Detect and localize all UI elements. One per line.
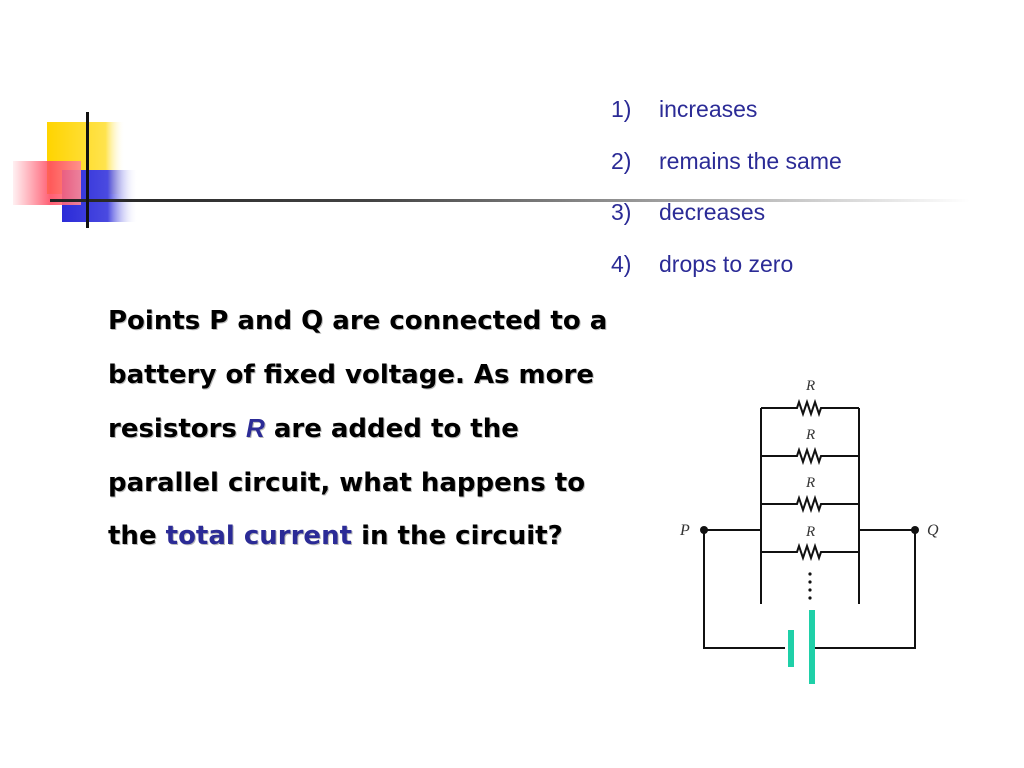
question-text: Points P and Q are connected to a batter… bbox=[108, 295, 608, 564]
terminal-p bbox=[700, 526, 708, 534]
terminal-q bbox=[911, 526, 919, 534]
deco-horizontal-line bbox=[50, 199, 970, 202]
resistor-branch bbox=[761, 494, 859, 514]
title-decoration bbox=[13, 112, 970, 228]
choice-item[interactable]: 1) increases bbox=[611, 92, 842, 144]
choice-item[interactable]: 4) drops to zero bbox=[611, 247, 842, 299]
resistor-branch bbox=[761, 446, 859, 466]
choice-item[interactable]: 2) remains the same bbox=[611, 144, 842, 196]
choice-number: 4) bbox=[611, 250, 632, 277]
resistor-label: R bbox=[805, 427, 815, 443]
resistor-label: R bbox=[805, 475, 815, 491]
battery-long-plate bbox=[809, 610, 815, 684]
deco-red-square bbox=[13, 161, 81, 205]
resistor-symbol: R bbox=[245, 413, 265, 443]
highlight-total-current: total current bbox=[165, 521, 353, 551]
choice-text: drops to zero bbox=[659, 250, 794, 277]
choice-number: 3) bbox=[611, 199, 632, 225]
answer-choices: 1) increases 2) remains the same 3) decreas… bbox=[611, 92, 842, 298]
resistor-branch bbox=[761, 398, 859, 418]
choice-number: 2) bbox=[611, 147, 632, 174]
choice-text: increases bbox=[659, 96, 758, 122]
choice-text: remains the same bbox=[659, 147, 842, 174]
battery-loop-right bbox=[813, 530, 916, 649]
point-p-label: P bbox=[679, 522, 690, 539]
resistor-branch bbox=[761, 542, 859, 562]
question-part-1: Points P and Q are connected to a batter… bbox=[108, 306, 608, 444]
battery-loop bbox=[703, 530, 785, 649]
question-part-3: in the circuit? bbox=[361, 521, 563, 551]
choice-number: 1) bbox=[611, 96, 632, 122]
choice-item[interactable]: 3) decreases bbox=[611, 195, 842, 247]
resistor-label: R bbox=[805, 524, 815, 540]
deco-vertical-line bbox=[86, 112, 89, 228]
point-q-label: Q bbox=[927, 522, 939, 539]
question-part-2: are added to the parallel circuit, what … bbox=[108, 414, 586, 551]
battery-short-plate bbox=[788, 630, 794, 667]
continuation-dots bbox=[808, 572, 812, 600]
circuit-diagram: R R R R P Q bbox=[679, 378, 939, 684]
resistor-label: R bbox=[805, 378, 815, 394]
choice-text: decreases bbox=[659, 199, 766, 225]
